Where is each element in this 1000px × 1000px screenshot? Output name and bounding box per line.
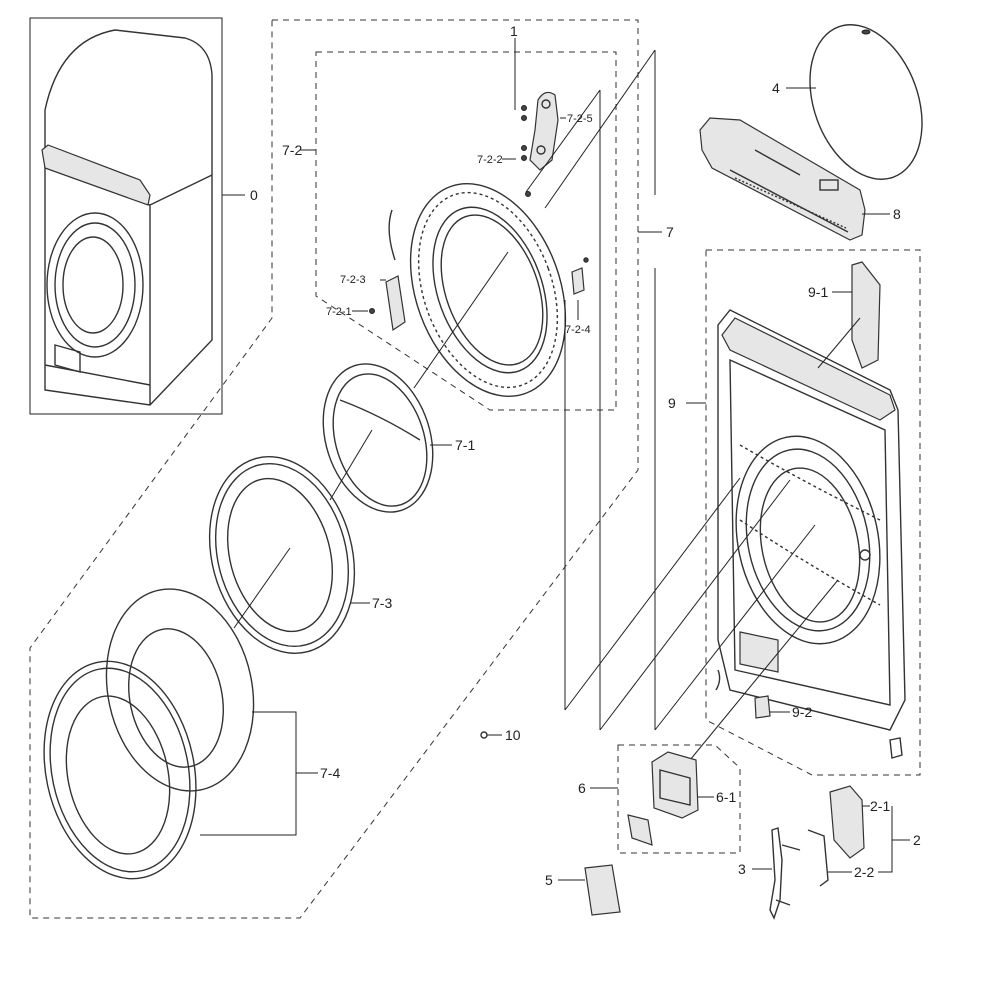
control-panel-8: 8 [699, 117, 901, 241]
door-hinge: 1 7-2-5 7-2-2 [477, 23, 593, 197]
overview-frame [29, 17, 223, 415]
label-7-3: 7-3 [372, 595, 392, 611]
label-9: 9 [668, 395, 676, 411]
label-6-1: 6-1 [716, 789, 736, 805]
gasket-ring-4: 4 [772, 24, 923, 180]
label-7-2-5: 7-2-5 [567, 113, 593, 125]
label-9-1: 9-1 [808, 284, 828, 300]
hinge-assembly-2: 2-1 2-2 2 [807, 785, 921, 887]
door-ring-7-3: 7-3 [208, 456, 392, 654]
dispenser-housing-6-1: 6-1 [627, 751, 736, 846]
screw-10: 10 [480, 727, 521, 743]
label-3: 3 [738, 861, 746, 877]
card-5: 5 [545, 864, 621, 916]
label-6: 6 [578, 780, 586, 796]
label-7: 7 [666, 224, 674, 240]
bracket-9-1 [851, 261, 881, 369]
label-7-2-3: 7-2-3 [340, 274, 366, 286]
guide-lines [525, 49, 861, 761]
hinge-part [529, 91, 559, 171]
label-7-1: 7-1 [455, 437, 475, 453]
door-catch [571, 267, 585, 295]
door-latch [385, 275, 406, 332]
door-cover-7-4: 7-4 [43, 588, 340, 880]
label-7-2: 7-2 [282, 142, 302, 158]
label-8: 8 [893, 206, 901, 222]
label-7-4: 7-4 [320, 765, 340, 781]
label-7-2-4: 7-2-4 [565, 324, 591, 336]
label-2-2: 2-2 [854, 864, 874, 880]
group-6-outline [617, 744, 741, 854]
label-5: 5 [545, 872, 553, 888]
group-7-2-outline [315, 51, 617, 411]
label-4: 4 [772, 80, 780, 96]
label-10: 10 [505, 727, 521, 743]
door-glass-7-1: 7-1 [322, 363, 475, 513]
harness-3: 3 [738, 827, 801, 920]
washer-door [46, 212, 144, 358]
part-9-2 [754, 695, 771, 719]
label-1: 1 [510, 23, 518, 39]
label-9-2: 9-2 [792, 704, 812, 720]
label-2: 2 [913, 832, 921, 848]
group-9-outline [705, 249, 921, 776]
door-frame-7-2: 7-2-3 7-2-1 7-2-4 [326, 183, 591, 397]
front-panel-9: 9-1 9-2 [715, 261, 906, 759]
group-7-outline [29, 19, 639, 919]
overview-washer: 0 [29, 17, 258, 415]
label-2-1: 2-1 [870, 798, 890, 814]
label-7-2-1: 7-2-1 [326, 306, 352, 318]
washer-body-outline [44, 29, 213, 406]
label-0: 0 [250, 187, 258, 203]
drawer-slot [739, 631, 779, 673]
label-7-2-2: 7-2-2 [477, 154, 503, 166]
